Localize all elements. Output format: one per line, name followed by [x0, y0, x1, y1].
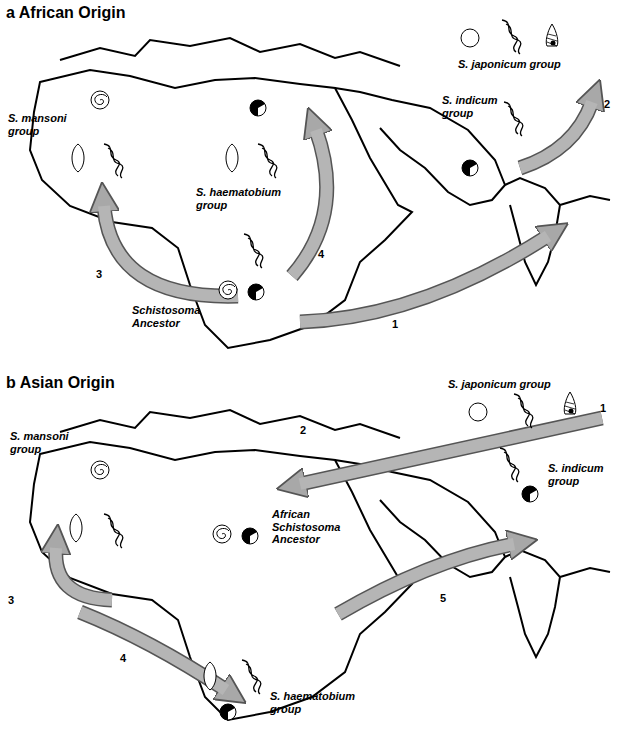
group-label: S. mansoni group [10, 430, 74, 455]
panel-title: a African Origin [6, 4, 226, 22]
group-label: S. japonicum group [458, 58, 608, 71]
callout-number: 1 [392, 318, 406, 331]
panel-title: b Asian Origin [6, 374, 226, 392]
callout-number: 3 [96, 268, 110, 281]
callout-number: 5 [440, 592, 454, 605]
callout-number: 2 [604, 98, 616, 111]
group-label: S. japonicum group [448, 378, 598, 391]
callout-number: 4 [318, 248, 332, 261]
group-label: S. haematobium group [270, 690, 362, 715]
callout-number: 1 [600, 402, 614, 415]
group-label: S. haematobium group [196, 186, 288, 211]
callout-number: 4 [120, 652, 134, 665]
group-label: S. indicum group [548, 462, 610, 487]
callout-number: 2 [300, 424, 314, 437]
callout-number: 3 [8, 594, 22, 607]
ancestor-label: African Schistosoma Ancestor [272, 508, 368, 546]
group-label: S. mansoni group [8, 112, 72, 137]
ancestor-label: Schistosoma Ancestor [132, 304, 214, 329]
group-label: S. indicum group [442, 94, 502, 119]
